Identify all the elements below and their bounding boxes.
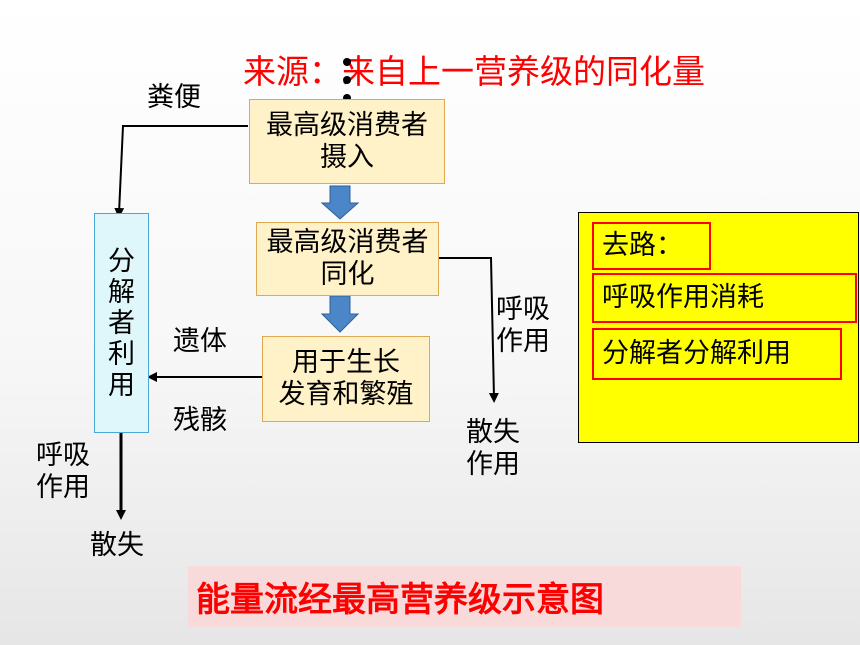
respiration-left-label: 呼吸 作用 bbox=[36, 440, 90, 503]
source-label: 来源： bbox=[243, 52, 342, 91]
decomposer-box: 分 解 者 利 用 bbox=[94, 213, 149, 433]
blue-arrow-1 bbox=[320, 185, 360, 220]
respiration-right-label: 呼吸 作用 bbox=[496, 294, 550, 357]
source-value: 来自上一营养级的同化量 bbox=[342, 52, 705, 91]
intake-box: 最高级消费者 摄入 bbox=[249, 99, 445, 184]
feces-arrow bbox=[114, 125, 248, 218]
destination-item-decomposer: 分解者分解利用 bbox=[592, 328, 842, 380]
caption: 能量流经最高营养级示意图 bbox=[188, 566, 741, 627]
source-line: 来源：来自上一营养级的同化量 bbox=[243, 50, 705, 94]
dissipate-left-label: 散失 bbox=[90, 530, 144, 561]
destination-panel bbox=[578, 212, 859, 443]
destination-item-respiration: 呼吸作用消耗 bbox=[592, 273, 857, 323]
dot-separator bbox=[343, 58, 351, 102]
respiration-right-arrow bbox=[439, 257, 499, 403]
assimilation-box: 最高级消费者 同化 bbox=[256, 222, 439, 296]
remains2-label: 残骸 bbox=[173, 405, 227, 436]
caption-text: 能量流经最高营养级示意图 bbox=[196, 580, 604, 620]
blue-arrow-2 bbox=[320, 295, 360, 333]
feces-label: 粪便 bbox=[147, 82, 201, 113]
growth-box: 用于生长 发育和繁殖 bbox=[262, 336, 430, 422]
destination-title: 去路： bbox=[592, 222, 711, 270]
dissipate-right-label: 散失 作用 bbox=[466, 417, 520, 480]
remains-label: 遗体 bbox=[173, 326, 227, 357]
